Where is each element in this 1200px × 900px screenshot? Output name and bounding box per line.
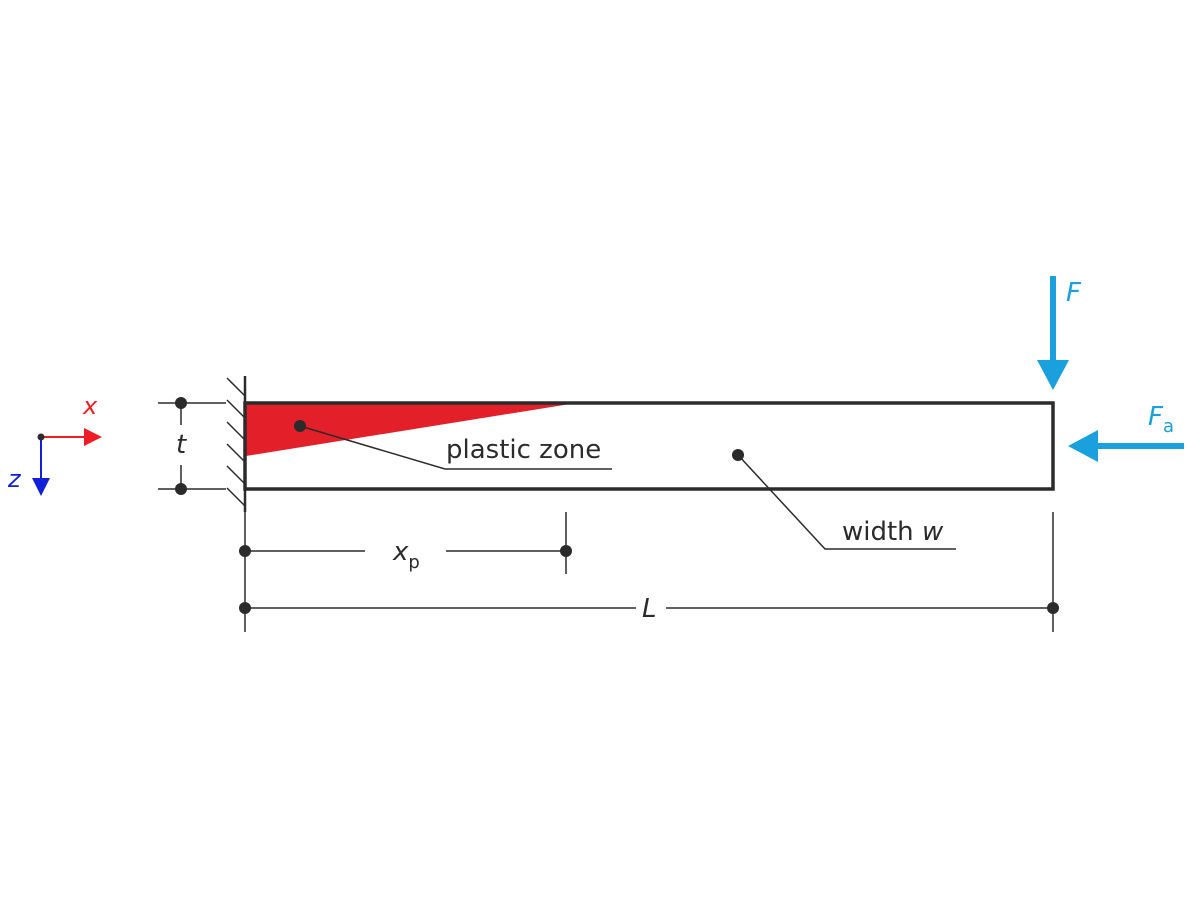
beam-body: [243, 401, 1055, 491]
x-axis-label: x: [82, 392, 98, 420]
thickness-label: t: [176, 430, 187, 460]
thickness-dimension: t: [158, 397, 226, 495]
axial-force-shaft: [1096, 443, 1184, 449]
plastic-zone-region: [246, 404, 570, 456]
plastic-length-subscript: p: [408, 552, 419, 573]
axial-force-label: Fa: [1148, 402, 1174, 437]
beam-length-dimension: L: [239, 512, 1059, 632]
vertical-force-label: F: [1066, 278, 1082, 308]
vertical-force: F: [1037, 276, 1082, 390]
width-callout: width w: [732, 449, 956, 550]
axis-origin-dot: [37, 433, 45, 441]
beam-length-label: L: [642, 594, 657, 624]
plastic-length-symbol: x: [392, 537, 409, 567]
x-axis-arrowhead: [84, 428, 102, 446]
width-label-prefix: width: [842, 517, 922, 547]
vertical-force-shaft: [1050, 276, 1056, 362]
axial-force-symbol: F: [1148, 402, 1164, 432]
plastic-length-label: xp: [392, 537, 420, 573]
fixed-support: [226, 376, 247, 512]
coordinate-system: x z: [7, 392, 102, 496]
vertical-force-arrowhead: [1037, 360, 1069, 390]
plastic-zone-label: plastic zone: [446, 435, 601, 465]
z-axis-label: z: [7, 465, 22, 493]
width-label: width w: [842, 517, 944, 547]
wall-hatching: [226, 377, 246, 507]
width-label-symbol: w: [922, 517, 944, 547]
axial-force-arrowhead: [1068, 430, 1098, 462]
axial-force: Fa: [1068, 402, 1184, 462]
plastic-zone-callout: plastic zone: [294, 420, 612, 470]
plastic-length-dimension: xp: [239, 512, 572, 632]
z-axis-arrowhead: [32, 478, 50, 496]
axial-force-subscript: a: [1163, 416, 1174, 437]
